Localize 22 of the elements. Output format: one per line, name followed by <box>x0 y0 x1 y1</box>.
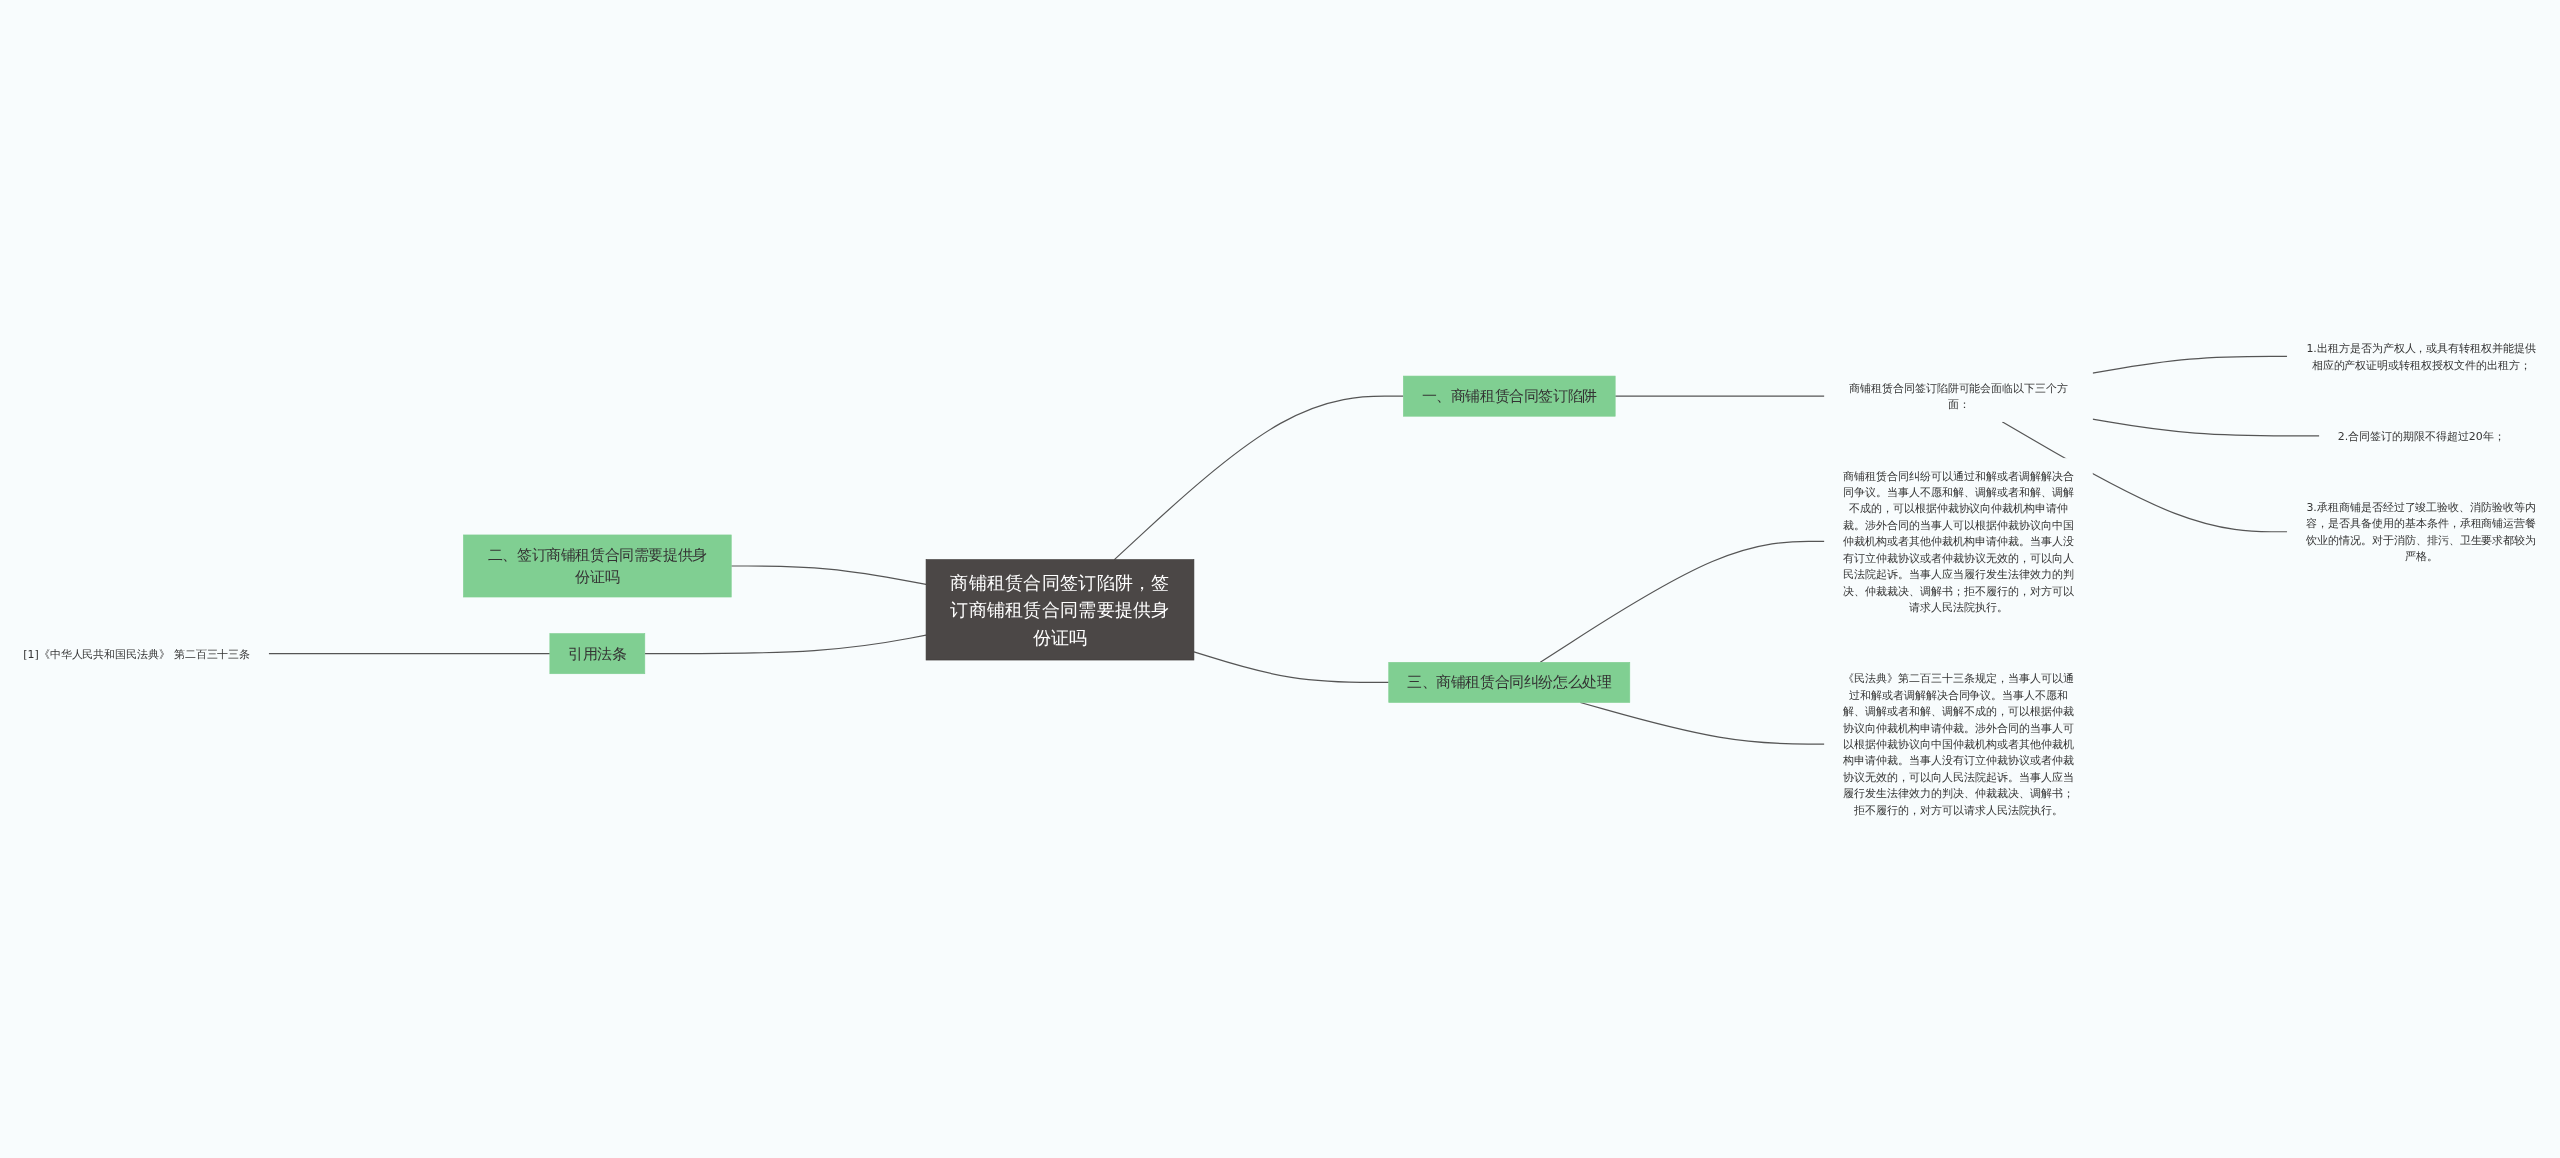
node-box: 引用法条 <box>549 633 646 675</box>
node-text: 3.承租商铺是否经过了竣工验收、消防验收等内容，是否具备使用的基本条件，承租商铺运营餐饮业的情况。对于消防、排污、卫生要求都较为严格。 <box>2306 500 2537 563</box>
connector <box>730 565 927 586</box>
connector <box>2001 421 2288 533</box>
connector <box>268 653 551 655</box>
node-box: 一、商铺租赁合同签订陷阱 <box>1403 375 1616 417</box>
node-text: [1]《中华人民共和国民法典》 第二百三十三条 <box>23 647 251 661</box>
node-text: 《民法典》第二百三十三条规定，当事人可以通过和解或者调解解决合同争议。当事人不愿和解、调解或者和解、调解不成的，可以根据仲裁协议向仲裁机构申请仲裁。涉外合同的当事人可以根据仲裁协议向中国仲裁机构或者其他仲裁机构申请仲裁。当事人没有订立仲裁协议或者仲裁协议无效的，可以向人民法院起诉。当事人应当履行发生法律效力的判决、仲裁裁决、调解书；拒不履行的，对方可以请求人民法院执行。 <box>1843 671 2074 817</box>
node-text: 商铺租赁合同签订陷阱可能会面临以下三个方面： <box>1848 381 2069 411</box>
connector <box>1113 395 1404 561</box>
node-box: 商铺租赁合同签订陷阱，签订商铺租赁合同需要提供身份证吗 <box>925 559 1195 661</box>
connector <box>2091 418 2321 437</box>
node-text: 商铺租赁合同纠纷可以通过和解或者调解解决合同争议。当事人不愿和解、调解或者和解、调解不成的，可以根据仲裁协议向仲裁机构申请仲裁。涉外合同的当事人可以根据仲裁协议向中国仲裁机构或者其他仲裁机构申请仲裁。当事人没有订立仲裁协议或者仲裁协议无效的，可以向人民法院起诉。当事人应当履行发生法律效力的判决、仲裁裁决、调解书；拒不履行的，对方可以请求人民法院执行。 <box>1843 469 2074 614</box>
connector <box>1614 395 1826 397</box>
connector <box>1193 651 1390 683</box>
node-text: 1.出租方是否为产权人，或具有转租权并能提供相应的产权证明或转租权授权文件的出租方； <box>2306 341 2537 372</box>
connector <box>2091 355 2288 374</box>
node-box: 二、签订商铺租赁合同需要提供身份证吗 <box>463 534 732 598</box>
node-text: 2.合同签订的期限不得超过20年； <box>2337 429 2505 443</box>
connector <box>644 634 927 655</box>
connector <box>1539 540 1826 663</box>
node-box: 三、商铺租赁合同纠纷怎么处理 <box>1388 662 1631 703</box>
